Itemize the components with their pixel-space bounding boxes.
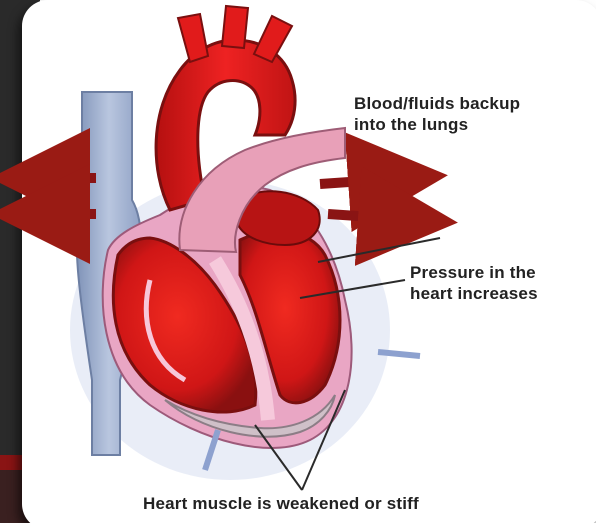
aortic-branch-2 xyxy=(222,6,248,48)
label-muscle: Heart muscle is weakened or stiff xyxy=(143,493,419,514)
label-pressure: Pressure in the heart increases xyxy=(410,262,538,304)
pulmonary-vein-right-upper xyxy=(320,178,408,184)
pulmonary-vein-right-lower xyxy=(328,214,418,220)
aortic-branch-3 xyxy=(254,16,292,62)
blue-arrow-right xyxy=(378,352,420,356)
aortic-branch-1 xyxy=(178,14,208,62)
label-lungs: Blood/fluids backup into the lungs xyxy=(354,93,520,135)
